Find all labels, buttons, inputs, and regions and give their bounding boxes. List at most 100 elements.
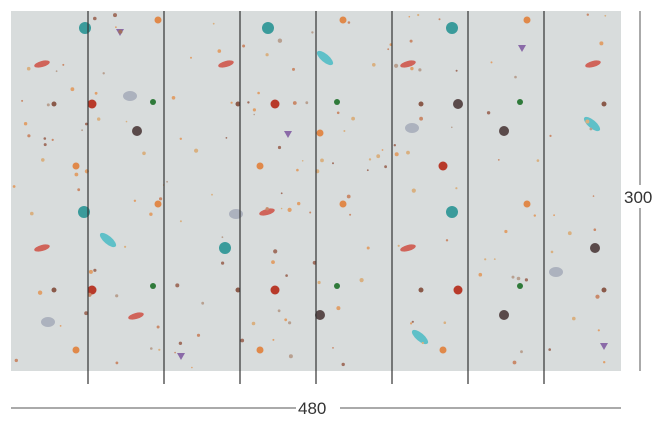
planet-motif xyxy=(601,287,607,293)
star-dust-dot xyxy=(445,239,449,242)
star-dust-dot xyxy=(288,354,293,359)
star-dust-dot xyxy=(23,122,28,126)
star-dust-dot xyxy=(332,347,334,349)
star-dust-dot xyxy=(21,99,24,102)
planet-motif xyxy=(256,162,264,170)
star-dust-dot xyxy=(113,13,117,18)
star-dust-dot xyxy=(585,119,590,124)
planet-motif xyxy=(439,346,447,354)
star-dust-dot xyxy=(597,329,600,332)
star-dust-dot xyxy=(179,137,182,140)
star-dust-dot xyxy=(349,213,352,216)
star-dust-dot xyxy=(292,67,295,71)
star-dust-dot xyxy=(336,306,341,311)
star-dust-dot xyxy=(240,338,245,343)
star-dust-dot xyxy=(366,169,369,172)
star-dust-dot xyxy=(288,321,292,325)
star-dust-dot xyxy=(595,294,600,299)
star-dust-dot xyxy=(455,187,458,190)
star-dust-dot xyxy=(217,49,222,53)
star-dust-dot xyxy=(346,194,351,199)
planet-motif xyxy=(590,243,600,253)
ufo-motif xyxy=(259,208,275,216)
star-dust-dot xyxy=(490,61,493,64)
star-dust-dot xyxy=(115,26,117,29)
star-dust-dot xyxy=(455,69,458,72)
star-dust-dot xyxy=(593,228,597,231)
planet-motif xyxy=(150,99,156,105)
comet-motif xyxy=(229,209,243,219)
star-dust-dot xyxy=(142,151,146,156)
star-dust-dot xyxy=(115,361,119,365)
star-dust-dot xyxy=(511,275,515,279)
star-dust-dot xyxy=(201,301,205,305)
star-dust-dot xyxy=(484,258,487,261)
star-dust-dot xyxy=(252,108,256,112)
planet-motif xyxy=(499,126,509,136)
star-dust-dot xyxy=(516,276,521,281)
star-dust-dot xyxy=(572,316,576,321)
planet-motif xyxy=(418,101,424,107)
star-motif xyxy=(600,343,608,350)
star-dust-dot xyxy=(411,188,416,193)
star-dust-dot xyxy=(257,91,260,95)
star-dust-dot xyxy=(394,152,399,157)
ufo-motif xyxy=(400,60,416,68)
star-dust-dot xyxy=(497,159,500,161)
star-dust-dot xyxy=(230,101,233,104)
star-motif xyxy=(518,45,526,52)
planet-motif xyxy=(499,310,509,320)
star-dust-dot xyxy=(171,96,176,100)
star-dust-dot xyxy=(125,120,128,123)
planet-motif xyxy=(132,126,142,136)
rocket-motif xyxy=(411,329,429,345)
star-dust-dot xyxy=(311,31,314,34)
star-dust-dot xyxy=(550,250,554,254)
planet-motif xyxy=(523,16,531,24)
star-dust-dot xyxy=(221,236,224,239)
star-dust-dot xyxy=(277,309,281,313)
planet-motif xyxy=(601,101,607,107)
star-dust-dot xyxy=(59,325,62,327)
planet-motif xyxy=(453,285,463,295)
star-dust-dot xyxy=(296,168,299,172)
star-dust-dot xyxy=(196,333,201,337)
star-dust-dot xyxy=(589,127,593,131)
star-dust-dot xyxy=(486,111,491,115)
star-dust-dot xyxy=(351,116,355,121)
star-dust-dot xyxy=(409,39,413,43)
star-dust-dot xyxy=(43,143,47,147)
comet-motif xyxy=(405,123,419,133)
star-dust-dot xyxy=(421,341,424,345)
star-dust-dot xyxy=(438,18,441,21)
star-dust-dot xyxy=(381,149,384,151)
star-dust-dot xyxy=(567,231,572,236)
star-dust-dot xyxy=(150,347,153,350)
star-dust-dot xyxy=(88,269,93,274)
star-motif xyxy=(284,131,292,138)
star-dust-dot xyxy=(359,278,364,283)
star-dust-dot xyxy=(372,63,376,67)
star-dust-dot xyxy=(194,148,199,153)
ufo-motif xyxy=(34,60,50,68)
panel-seam-lines xyxy=(87,11,545,384)
star-dust-dot xyxy=(384,165,387,169)
star-dust-dot xyxy=(265,207,269,211)
star-dust-dot xyxy=(221,261,225,265)
star-dust-dot xyxy=(451,126,453,129)
star-dust-dot xyxy=(406,150,410,155)
star-dust-dot xyxy=(55,70,58,73)
planet-motif xyxy=(150,283,156,289)
star-dust-dot xyxy=(41,158,45,162)
star-dust-dot xyxy=(178,341,183,345)
star-dust-dot xyxy=(376,154,381,159)
star-dust-dot xyxy=(93,268,97,272)
star-dust-dot xyxy=(174,351,176,354)
star-dust-dot xyxy=(212,22,215,25)
star-dust-dot xyxy=(190,56,192,59)
star-dust-dot xyxy=(247,101,250,104)
star-dust-dot xyxy=(118,29,123,34)
planet-motif xyxy=(235,101,241,107)
planet-motif xyxy=(270,285,280,295)
planet-motif xyxy=(316,129,324,137)
